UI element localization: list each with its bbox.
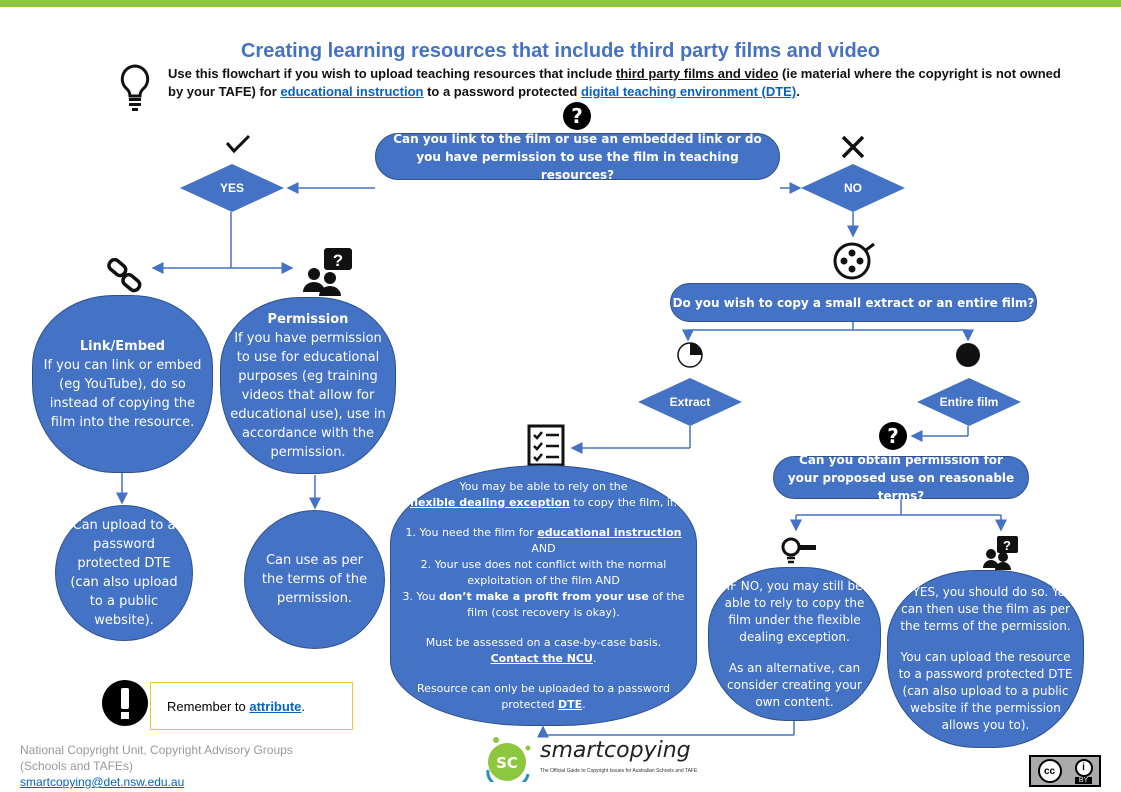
page-title: Creating learning resources that include… [240, 40, 881, 62]
if-yes-box: IF YES, you should do so. You can then u… [887, 570, 1084, 748]
smartcopying-logo: SC smartcopying The Official Guide to Co… [480, 736, 700, 782]
lightbulb-icon [120, 64, 150, 111]
no-decision: NO [801, 164, 905, 212]
question-icon: ? [879, 422, 907, 450]
exclamation-icon [102, 680, 148, 726]
full-circle-icon [956, 343, 980, 367]
entire-film-decision: Entire film [917, 378, 1021, 426]
check-icon [225, 134, 251, 154]
footer-credit: National Copyright Unit, Copyright Advis… [20, 743, 293, 789]
lightbulb-key-icon [781, 537, 816, 564]
partial-pie-icon [677, 342, 703, 368]
if-no-box: IF NO, you may still be able to rely to … [708, 567, 881, 721]
use-per-terms-outcome: Can use as per the terms of the permissi… [244, 510, 385, 649]
svg-text:?: ? [1003, 538, 1011, 553]
yes-decision: YES [180, 164, 284, 212]
attribute-reminder: Remember to attribute. [150, 682, 353, 730]
svg-text:SC: SC [496, 754, 518, 772]
contact-ncu-link[interactable]: Contact the NCU [490, 651, 593, 665]
attribution-person-icon: i [1074, 758, 1093, 777]
top-accent-bar [0, 0, 1121, 7]
chain-link-icon [107, 258, 142, 293]
email-link[interactable]: smartcopying@det.nsw.edu.au [20, 775, 185, 789]
question-icon: ? [563, 102, 591, 130]
educational-instruction-link[interactable]: educational instruction [280, 84, 424, 99]
extract-decision: Extract [638, 378, 742, 426]
third-party-films-link[interactable]: third party films and video [615, 66, 779, 81]
person-question-icon: ? [983, 536, 1018, 570]
cross-icon [841, 135, 865, 159]
dte-link[interactable]: digital teaching environment (DTE) [580, 84, 797, 99]
svg-text:?: ? [333, 251, 343, 270]
person-question-icon: ? [303, 248, 352, 296]
upload-outcome: Can upload to a password protected DTE (… [55, 505, 193, 641]
dte-link-2[interactable]: DTE [558, 697, 583, 711]
attribute-link[interactable]: attribute [249, 698, 302, 714]
checklist-icon [527, 424, 565, 467]
svg-text:?: ? [887, 424, 899, 448]
question-link-or-permission: Can you link to the film or use an embed… [375, 132, 780, 182]
svg-text:?: ? [571, 104, 583, 128]
cc-icon: cc [1037, 759, 1062, 783]
intro-text: Use this flowchart if you wish to upload… [168, 66, 1061, 99]
question-obtain-permission: Can you obtain permission for your propo… [773, 453, 1029, 503]
film-reel-icon [833, 242, 875, 280]
question-extract-or-entire: Do you wish to copy a small extract or a… [670, 283, 1037, 322]
smartcopying-logo-mark: SC [486, 737, 531, 782]
flexible-dealing-link[interactable]: flexible dealing exception [409, 495, 570, 509]
educational-instruction-link-2[interactable]: educational instruction [537, 525, 682, 539]
